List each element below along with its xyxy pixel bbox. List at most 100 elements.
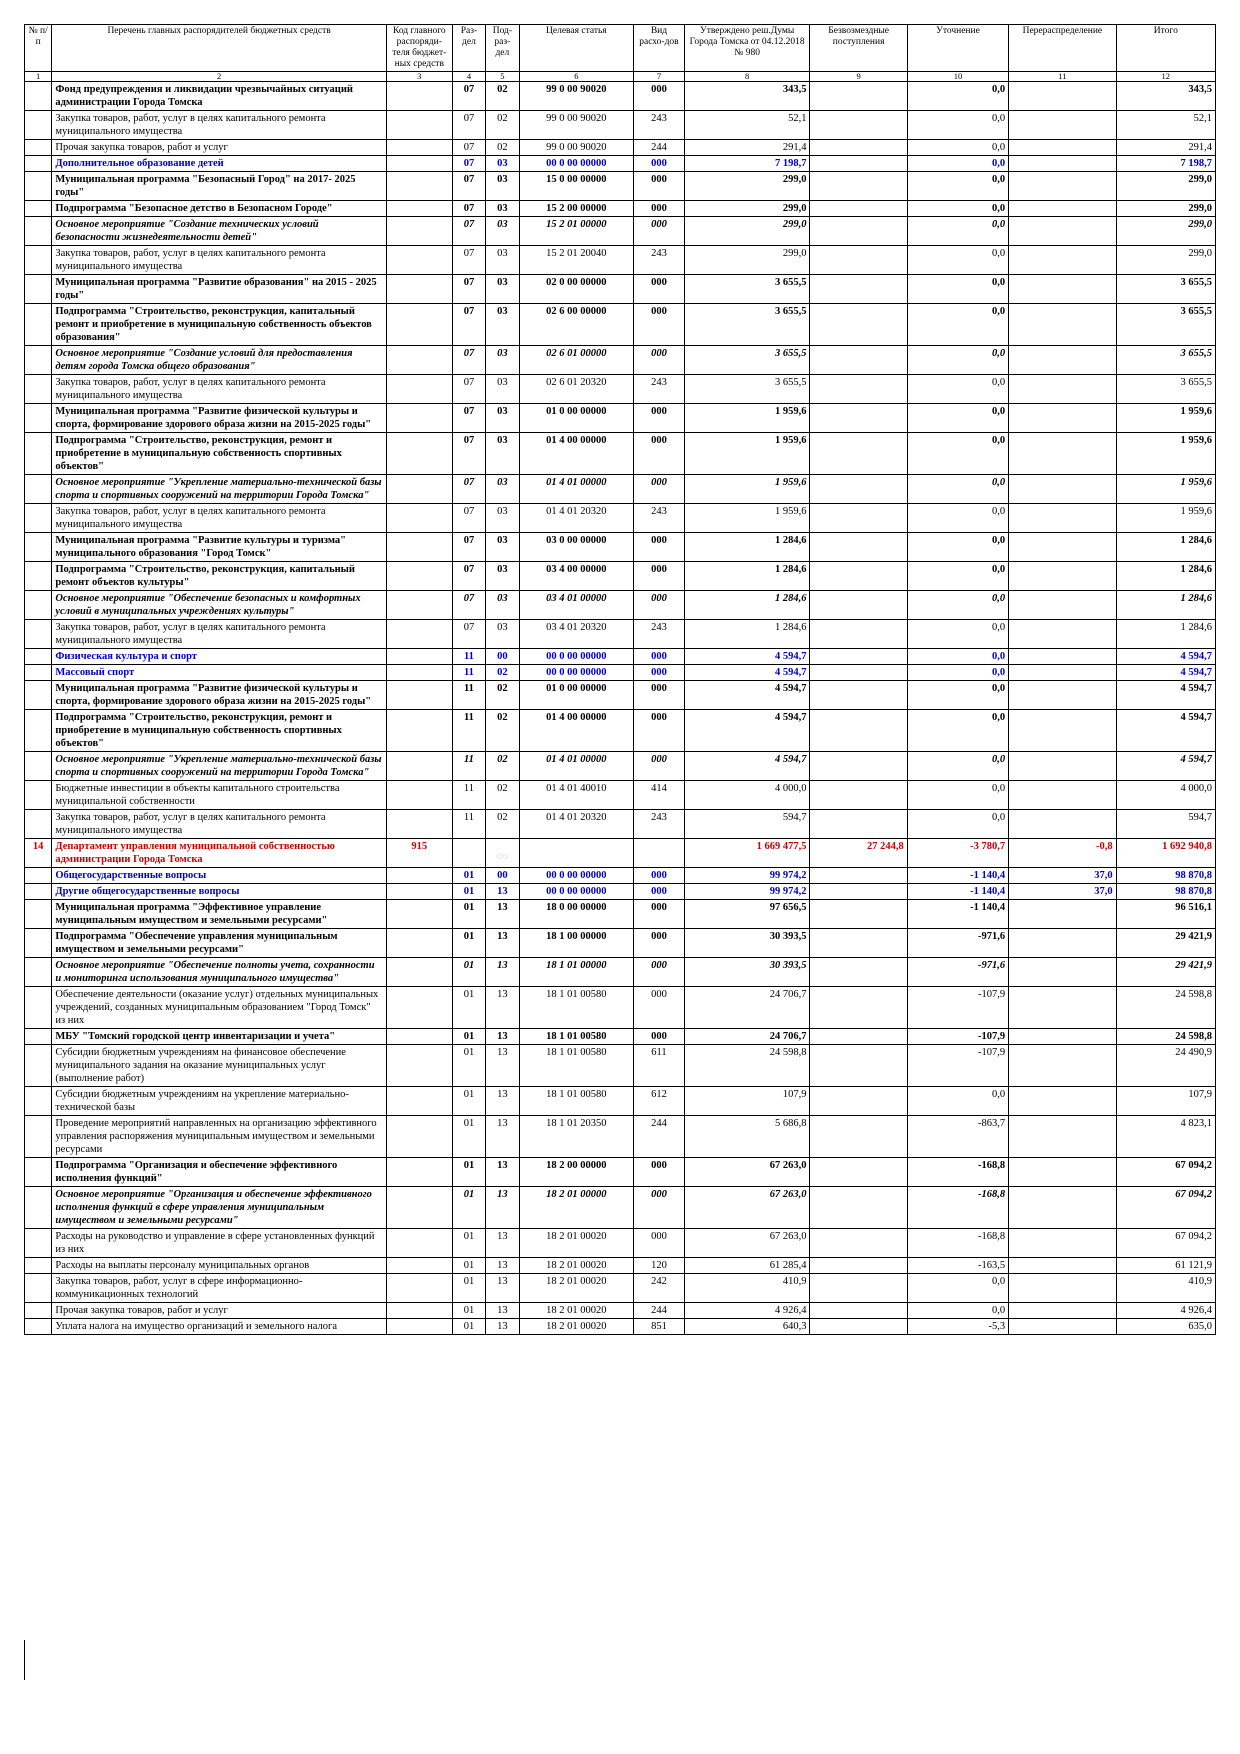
row-total: 1 284,6	[1115, 532, 1217, 562]
row-podrazdel: 13	[485, 899, 520, 929]
row-redistribution: 37,0	[1008, 867, 1117, 884]
table-row: Фонд предупреждения и ликвидации чрезвыч…	[23, 81, 1217, 111]
row-redistribution	[1008, 751, 1117, 781]
row-target-article: 01 4 00 00000	[518, 432, 635, 475]
row-razdel: 11	[451, 680, 487, 710]
row-total: 24 598,8	[1115, 1028, 1217, 1045]
row-expense-type: 000	[633, 474, 685, 504]
row-number	[23, 1318, 53, 1335]
row-gratuitous	[809, 245, 908, 275]
table-row: Закупка товаров, работ, услуг в целях ка…	[23, 503, 1217, 533]
row-podrazdel: 03	[485, 432, 520, 475]
row-gratuitous	[809, 1157, 908, 1187]
row-number	[23, 81, 53, 111]
row-adjustment: 0,0	[906, 155, 1010, 172]
row-gratuitous	[809, 474, 908, 504]
row-name: Проведение мероприятий направленных на о…	[51, 1115, 387, 1158]
row-code	[385, 374, 453, 404]
row-gratuitous	[809, 274, 908, 304]
row-redistribution	[1008, 1157, 1117, 1187]
table-row: Муниципальная программа "Развитие культу…	[23, 532, 1217, 562]
row-approved: 7 198,7	[683, 155, 811, 172]
row-total: 4 594,7	[1115, 680, 1217, 710]
row-total: 299,0	[1115, 245, 1217, 275]
row-number	[23, 432, 53, 475]
row-gratuitous	[809, 751, 908, 781]
row-code	[385, 648, 453, 665]
row-podrazdel: 02	[485, 751, 520, 781]
row-adjustment: 0,0	[906, 1302, 1010, 1319]
row-number	[23, 1257, 53, 1274]
row-razdel: 01	[451, 1186, 487, 1229]
row-number	[23, 110, 53, 140]
row-total: 594,7	[1115, 809, 1217, 839]
row-approved: 1 284,6	[683, 619, 811, 649]
row-adjustment: -3 780,7	[906, 838, 1010, 868]
row-number	[23, 709, 53, 752]
row-adjustment: 0,0	[906, 664, 1010, 681]
table-row: Муниципальная программа "Эффективное упр…	[23, 899, 1217, 929]
row-expense-type: 612	[633, 1086, 685, 1116]
row-code	[385, 81, 453, 111]
row-expense-type: 000	[633, 986, 685, 1029]
row-expense-type: 851	[633, 1318, 685, 1335]
row-redistribution	[1008, 619, 1117, 649]
row-name: Массовый спорт	[51, 664, 387, 681]
header-redistribution: Перераспределение	[1008, 24, 1117, 72]
row-total: 24 490,9	[1115, 1044, 1217, 1087]
row-razdel: 01	[451, 1318, 487, 1335]
row-total: 67 094,2	[1115, 1157, 1217, 1187]
row-code	[385, 899, 453, 929]
row-redistribution	[1008, 374, 1117, 404]
row-target-article: 18 0 00 00000	[518, 899, 635, 929]
row-total: 4 926,4	[1115, 1302, 1217, 1319]
row-name: Подпрограмма "Организация и обеспечение …	[51, 1157, 387, 1187]
row-code	[385, 751, 453, 781]
row-podrazdel: 03	[485, 245, 520, 275]
row-name: Основное мероприятие "Укрепление материа…	[51, 474, 387, 504]
row-redistribution	[1008, 809, 1117, 839]
row-code	[385, 1157, 453, 1187]
table-row: Закупка товаров, работ, услуг в целях ка…	[23, 245, 1217, 275]
row-gratuitous	[809, 1186, 908, 1229]
row-total: 96 516,1	[1115, 899, 1217, 929]
row-code	[385, 709, 453, 752]
row-expense-type: 243	[633, 503, 685, 533]
row-expense-type: 000	[633, 1028, 685, 1045]
row-total: 7 198,7	[1115, 155, 1217, 172]
row-code	[385, 110, 453, 140]
row-redistribution	[1008, 139, 1117, 156]
row-expense-type: 243	[633, 619, 685, 649]
row-redistribution	[1008, 345, 1117, 375]
row-name: Закупка товаров, работ, услуг в целях ка…	[51, 503, 387, 533]
row-code	[385, 345, 453, 375]
row-redistribution	[1008, 200, 1117, 217]
row-target-article: 99 0 00 90020	[518, 81, 635, 111]
row-number	[23, 899, 53, 929]
row-name: Общегосударственные вопросы	[51, 867, 387, 884]
row-approved: 97 656,5	[683, 899, 811, 929]
row-target-article: 03 4 01 00000	[518, 590, 635, 620]
row-target-article: 18 2 01 00020	[518, 1318, 635, 1335]
row-approved: 99 974,2	[683, 867, 811, 884]
row-approved: 4 594,7	[683, 680, 811, 710]
row-razdel: 01	[451, 986, 487, 1029]
header-total: Итого	[1115, 24, 1217, 72]
row-code	[385, 561, 453, 591]
row-adjustment: -1 140,4	[906, 867, 1010, 884]
row-approved: 67 263,0	[683, 1157, 811, 1187]
table-row: Закупка товаров, работ, услуг в целях ка…	[23, 374, 1217, 404]
row-code	[385, 155, 453, 172]
row-redistribution: 37,0	[1008, 883, 1117, 900]
row-redistribution	[1008, 1318, 1117, 1335]
row-target-article: 18 2 01 00020	[518, 1273, 635, 1303]
row-redistribution	[1008, 709, 1117, 752]
row-razdel: 11	[451, 780, 487, 810]
row-adjustment: -163,5	[906, 1257, 1010, 1274]
table-row: Проведение мероприятий направленных на о…	[23, 1115, 1217, 1158]
table-row: Подпрограмма "Строительство, реконструкц…	[23, 432, 1217, 475]
row-adjustment: 0,0	[906, 780, 1010, 810]
row-podrazdel: 02	[485, 809, 520, 839]
row-name: Обеспечение деятельности (оказание услуг…	[51, 986, 387, 1029]
row-approved: 5 686,8	[683, 1115, 811, 1158]
